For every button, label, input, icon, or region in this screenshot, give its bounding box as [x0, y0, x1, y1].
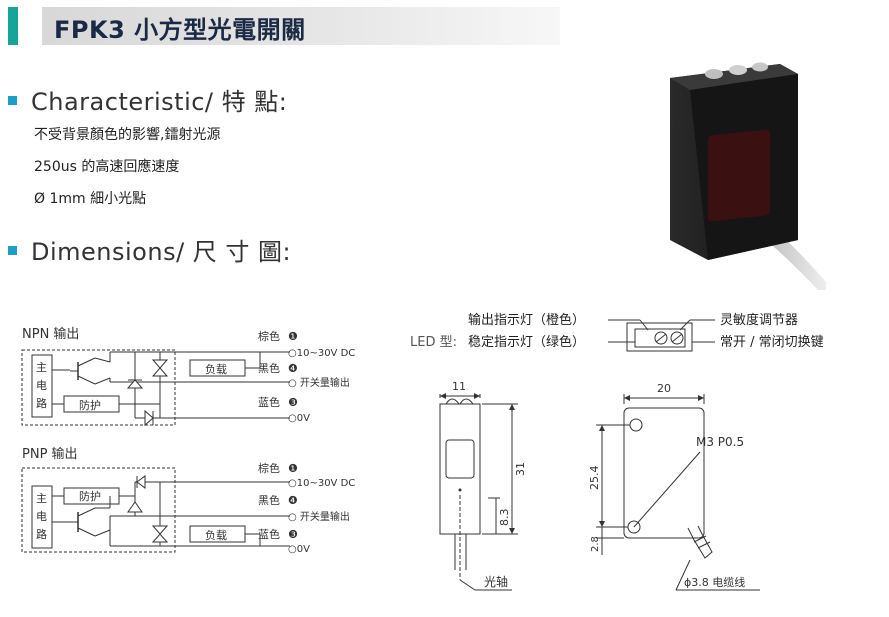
pnp-wire2-num: ❹ [288, 494, 298, 507]
npn-title: NPN 输出 [22, 326, 79, 342]
feature-item: 250us 的高速回應速度 [34, 159, 180, 175]
indicator-inner [634, 328, 686, 348]
characteristic-heading-text: Characteristic/ 特 點: [31, 88, 288, 116]
pnp-main-circuit-box [31, 485, 53, 549]
side-width-dim: 20 [657, 382, 671, 395]
dimensions-heading: Dimensions/ 尺 寸 圖: [8, 232, 291, 267]
mode-switch-label: 常开 / 常闭切换键 [720, 335, 824, 350]
npn-main-1: 主 [36, 361, 47, 374]
npn-wire3-num: ❸ [288, 396, 298, 409]
npn-wire2-desc: ○ 开关量输出 [288, 376, 350, 389]
optical-axis-label: 光轴 [484, 574, 508, 589]
switch-knob-image [752, 62, 768, 72]
indicator-led-image [705, 69, 723, 79]
npn-wire1-desc: ○10~30V DC [288, 348, 355, 359]
pnp-load-label: 负载 [205, 528, 227, 542]
product-photo [670, 62, 826, 290]
npn-wire1-color: 棕色 [258, 329, 280, 343]
page-title: FPK3 小方型光電開關 [54, 16, 306, 44]
lens-window-image [708, 129, 770, 222]
led-type-label: LED 型: [410, 335, 457, 350]
npn-main-3: 路 [36, 397, 47, 410]
stable-led-label: 稳定指示灯（绿色） [468, 334, 585, 350]
sensitivity-label: 灵敏度调节器 [720, 312, 798, 328]
pnp-main-2: 电 [36, 510, 47, 523]
pnp-wire1-color: 棕色 [258, 461, 280, 475]
pnp-protect-label: 防护 [79, 489, 101, 503]
npn-wire2-color: 黑色 [258, 361, 280, 375]
square-bullet-icon [8, 95, 17, 105]
front-height-dim: 31 [514, 462, 527, 476]
title-background [42, 7, 560, 45]
side-bottom-dim: 2.8 [590, 536, 601, 552]
pnp-wire3-color: 蓝色 [258, 527, 280, 541]
screw-spec-label: M3 P0.5 [696, 435, 744, 449]
front-axis-dim: 8.3 [498, 509, 511, 527]
pnp-wire1-num: ❶ [288, 462, 298, 475]
npn-main-2: 电 [36, 379, 47, 392]
pnp-wire1-desc: ○10~30V DC [288, 478, 355, 489]
npn-wire1-num: ❶ [288, 330, 298, 343]
cable-spec-label: ϕ3.8 电缆线 [684, 575, 745, 589]
front-width-dim: 11 [452, 380, 466, 393]
pnp-wire3-desc: ○0V [288, 544, 310, 555]
title-bar: FPK3 小方型光電開關 [0, 7, 560, 45]
dimensions-heading-text: Dimensions/ 尺 寸 圖: [31, 238, 292, 266]
npn-protect-label: 防护 [79, 398, 101, 412]
npn-load-label: 负载 [205, 362, 227, 376]
npn-main-circuit-box [31, 354, 53, 418]
npn-sensor-box [21, 349, 176, 426]
diagram-area: NPN 输出 主 电 路 防护 负载 棕色 ❶ ○10~30V DC 黑色 ❹ … [21, 312, 824, 591]
title-accent [8, 7, 18, 45]
pnp-sensor-box [21, 467, 176, 553]
npn-wire3-desc: ○0V [288, 413, 310, 424]
pnp-wire3-num: ❸ [288, 528, 298, 541]
pnp-title: PNP 输出 [22, 446, 78, 462]
adjust-knob-image [729, 65, 747, 75]
pnp-main-3: 路 [36, 528, 47, 541]
pnp-wire2-color: 黑色 [258, 493, 280, 507]
pnp-wire2-desc: ○ 开关量输出 [288, 510, 350, 523]
front-view-lens [445, 439, 475, 479]
npn-wire3-color: 蓝色 [258, 395, 280, 409]
side-height-dim: 25.4 [588, 466, 601, 491]
indicator-panel [626, 322, 693, 352]
npn-wire2-num: ❹ [288, 362, 298, 375]
feature-item: Ø 1mm 細小光點 [34, 191, 147, 207]
mount-hole-top [629, 418, 643, 432]
characteristic-heading: Characteristic/ 特 點: [8, 82, 287, 117]
output-led-label: 输出指示灯（橙色） [468, 312, 585, 328]
feature-item: 不受背景顏色的影響,鐳射光源 [34, 127, 221, 143]
pnp-main-1: 主 [36, 492, 47, 505]
square-bullet-icon [8, 245, 17, 255]
side-view-body [623, 407, 705, 539]
